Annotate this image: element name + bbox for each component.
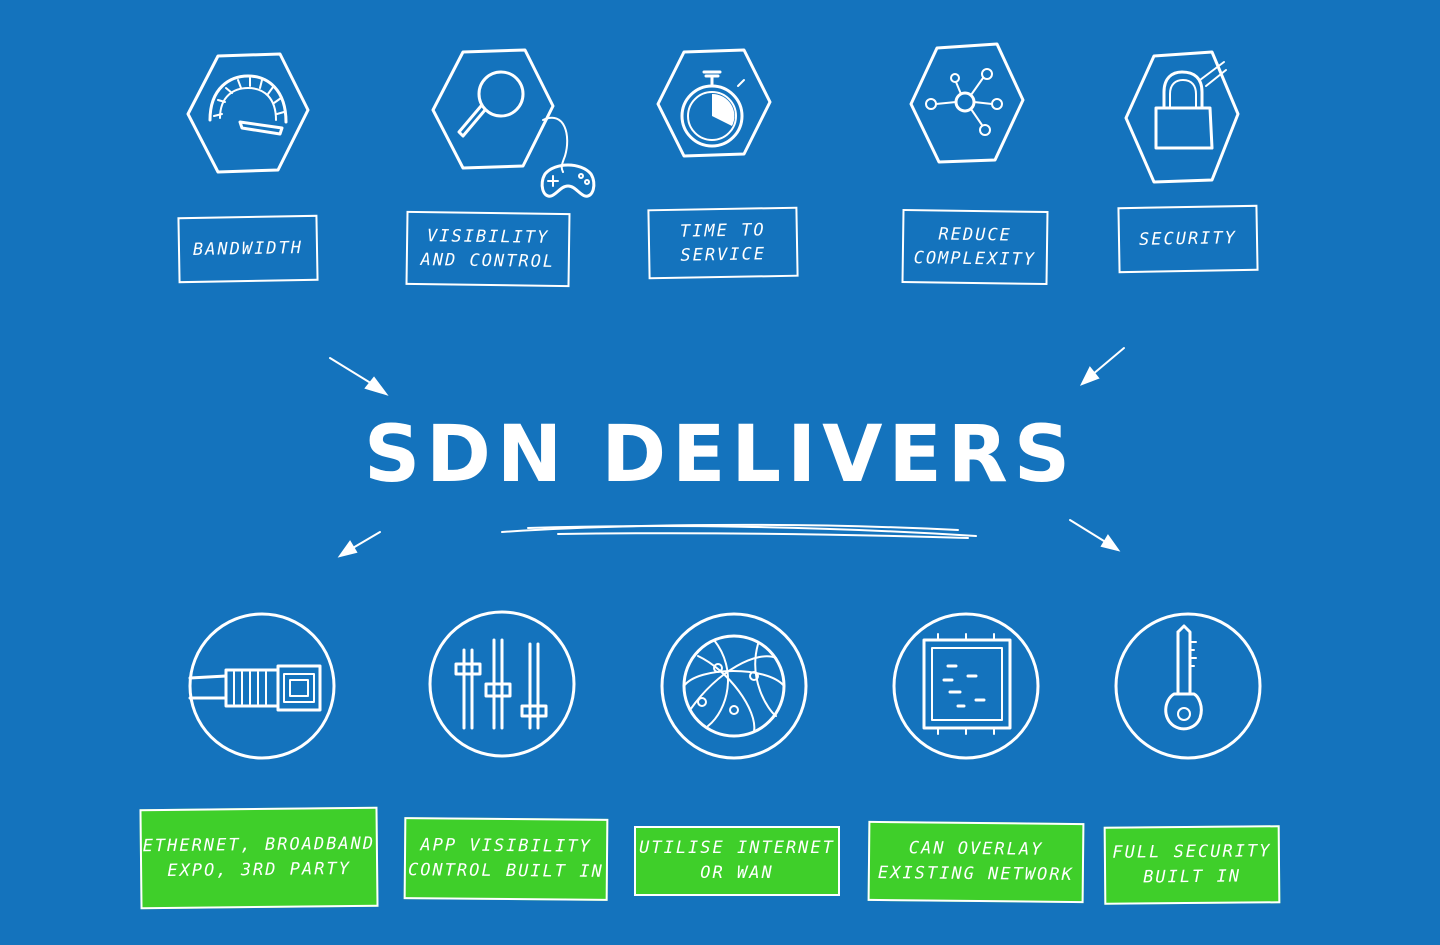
arrow-top-left-icon xyxy=(329,357,389,396)
key-icon xyxy=(1114,612,1262,760)
magnifier-gamepad-icon xyxy=(431,48,596,198)
label-time-to-service: TIME TO SERVICE xyxy=(679,220,767,266)
label-box-reduce-complexity: REDUCE COMPLEXITY xyxy=(901,208,1049,286)
green-box-app-visibility: APP VISIBILITY CONTROL BUILT IN xyxy=(403,817,609,901)
speedometer-icon xyxy=(186,52,310,174)
network-nodes-icon xyxy=(909,42,1025,164)
title-underline-icon xyxy=(501,523,977,539)
stopwatch-icon xyxy=(656,48,772,158)
chip-overlay-icon xyxy=(892,612,1040,760)
label-full-security: FULL SECURITY BUILT IN xyxy=(1112,841,1272,888)
arrow-top-right-icon xyxy=(1079,347,1125,386)
green-box-ethernet: ETHERNET, BROADBAND EXPO, 3RD PARTY xyxy=(139,806,379,910)
label-security: SECURITY xyxy=(1138,228,1238,250)
label-visibility-control: VISIBILITY AND CONTROL xyxy=(420,226,556,272)
green-box-internet-wan: UTILISE INTERNET OR WAN xyxy=(634,826,840,896)
padlock-icon xyxy=(1124,50,1240,184)
label-bandwidth: BANDWIDTH xyxy=(192,238,304,260)
arrow-bottom-right-icon xyxy=(1069,519,1121,552)
label-box-bandwidth: BANDWIDTH xyxy=(177,214,319,284)
label-internet-wan: UTILISE INTERNET OR WAN xyxy=(639,838,835,883)
ethernet-cable-icon xyxy=(188,612,336,760)
label-reduce-complexity: REDUCE COMPLEXITY xyxy=(913,224,1037,270)
label-ethernet-broadband: ETHERNET, BROADBAND EXPO, 3RD PARTY xyxy=(142,833,376,881)
label-box-security: SECURITY xyxy=(1117,204,1259,274)
mixer-sliders-icon xyxy=(428,610,576,758)
label-box-time-to-service: TIME TO SERVICE xyxy=(647,206,799,280)
page-title: SDN DELIVERS xyxy=(364,410,1076,500)
label-app-visibility: APP VISIBILITY CONTROL BUILT IN xyxy=(407,835,604,882)
green-box-overlay-network: CAN OVERLAY EXISTING NETWORK xyxy=(867,820,1085,904)
arrow-bottom-left-icon xyxy=(337,531,381,558)
globe-network-icon xyxy=(660,612,808,760)
label-box-visibility-control: VISIBILITY AND CONTROL xyxy=(405,210,571,288)
green-box-full-security: FULL SECURITY BUILT IN xyxy=(1103,825,1281,905)
label-overlay-network: CAN OVERLAY EXISTING NETWORK xyxy=(877,838,1074,886)
